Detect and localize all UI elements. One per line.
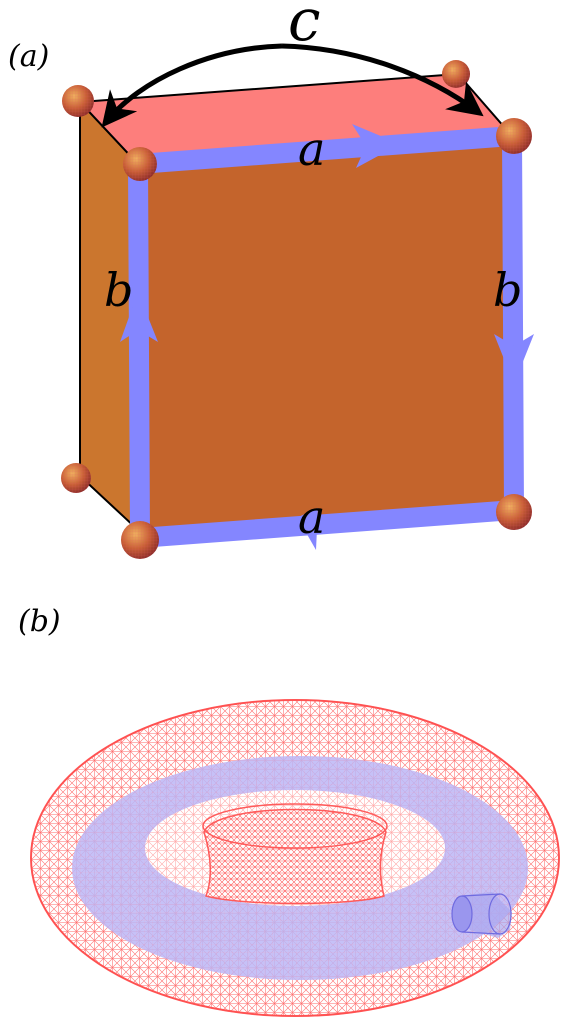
arrow-a-top	[352, 124, 400, 168]
edge-arrows	[120, 124, 534, 550]
vertex-sphere	[121, 521, 159, 559]
label-b-right: b	[493, 263, 522, 317]
arc-c	[281, 43, 484, 117]
vertex-sphere	[61, 463, 91, 493]
vertex-sphere	[123, 147, 157, 181]
panel-b: (b)	[18, 604, 560, 1017]
panel-a: (a)	[8, 0, 534, 559]
torus-hole-mesh	[203, 808, 387, 905]
arrow-b-right	[494, 334, 534, 384]
front-face	[138, 136, 514, 538]
arc-c	[101, 43, 283, 128]
arrow-b-left	[120, 292, 158, 342]
panel-b-label: (b)	[18, 604, 61, 639]
small-tube	[451, 892, 512, 938]
vertex-spheres	[61, 60, 532, 559]
torus-outline	[30, 699, 560, 1017]
panel-a-label: (a)	[8, 39, 49, 74]
arrow-a-bottom	[270, 508, 318, 550]
label-a-top: a	[298, 122, 325, 176]
vertex-sphere	[442, 60, 470, 88]
vertex-sphere	[62, 85, 94, 117]
vertex-sphere	[496, 118, 532, 154]
label-a-bottom: a	[298, 490, 325, 544]
label-b-left: b	[104, 263, 133, 317]
vertex-sphere	[496, 494, 532, 530]
label-c: c	[288, 0, 320, 54]
torus-hole-rim	[202, 803, 388, 849]
